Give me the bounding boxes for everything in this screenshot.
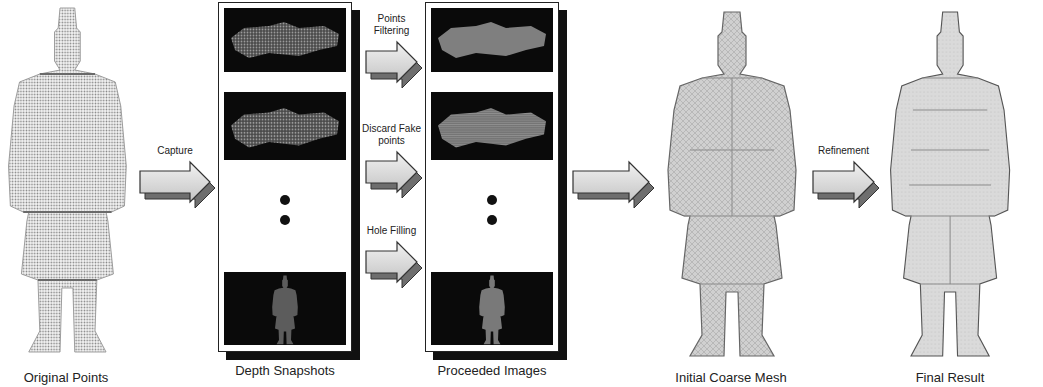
arrow-face	[366, 42, 417, 82]
block-arrow	[366, 152, 422, 198]
stage-caption: Depth Snapshots	[235, 363, 335, 378]
arrow-face	[813, 162, 874, 202]
arrow-face	[573, 162, 649, 202]
block-arrow	[366, 42, 422, 88]
step-label: Capture	[140, 145, 210, 157]
stage-caption: Initial Coarse Mesh	[675, 370, 786, 385]
step-label: Hole Filling	[359, 225, 425, 237]
stage-caption: Original Points	[24, 370, 109, 385]
final-figure	[891, 12, 1010, 356]
step-label: Discard Fake points	[359, 123, 425, 147]
block-arrow	[140, 162, 215, 208]
image-panel: Depth Snapshots	[218, 2, 352, 352]
figure-node: Original Points	[2, 2, 130, 385]
block-arrow	[573, 162, 654, 208]
arrow-face	[366, 242, 417, 282]
image-panel: Proceeded Images	[425, 2, 559, 352]
stage-caption: Final Result	[916, 370, 985, 385]
block-arrow	[366, 242, 422, 288]
processed-images	[431, 8, 553, 345]
arrow-face	[366, 152, 417, 192]
block-arrow	[813, 162, 879, 208]
step-label: Refinement	[809, 145, 879, 157]
stage-caption: Proceeded Images	[437, 363, 546, 378]
point-cloud-figure	[9, 8, 127, 352]
depth-images	[224, 8, 346, 345]
coarse-mesh-figure	[668, 12, 796, 356]
arrow-face	[140, 162, 210, 202]
figure-node: Final Result	[880, 4, 1020, 385]
step-label: Points Filtering	[361, 13, 423, 37]
figure-node: Initial Coarse Mesh	[655, 4, 807, 385]
